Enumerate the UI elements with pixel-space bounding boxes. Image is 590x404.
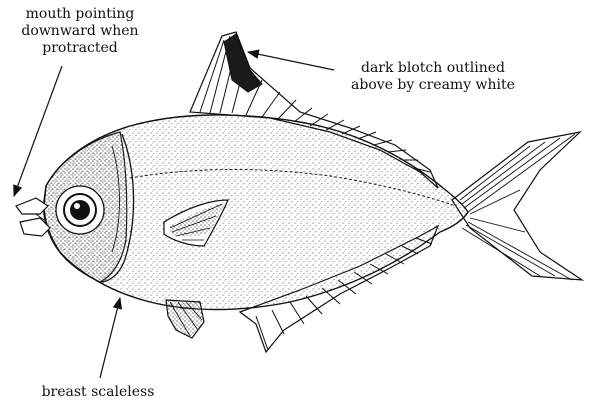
annotation-blotch: dark blotch outlined above by creamy whi… [338, 60, 528, 94]
fish-eye [56, 186, 104, 234]
annotation-breast-line-1: breast scaleless [28, 384, 168, 401]
arrow-breast [100, 298, 120, 378]
caudal-fin [452, 132, 582, 280]
annotation-blotch-line-1: dark blotch outlined [338, 60, 528, 77]
arrow-blotch [248, 52, 334, 70]
annotation-mouth-line-2: downward when [2, 23, 158, 40]
annotation-mouth-line-1: mouth pointing [2, 6, 158, 23]
annotation-mouth: mouth pointing downward when protracted [2, 6, 158, 57]
annotation-mouth-line-3: protracted [2, 40, 158, 57]
annotation-breast: breast scaleless [28, 384, 168, 401]
pelvic-fin [166, 300, 204, 338]
annotation-blotch-line-2: above by creamy white [338, 77, 528, 94]
